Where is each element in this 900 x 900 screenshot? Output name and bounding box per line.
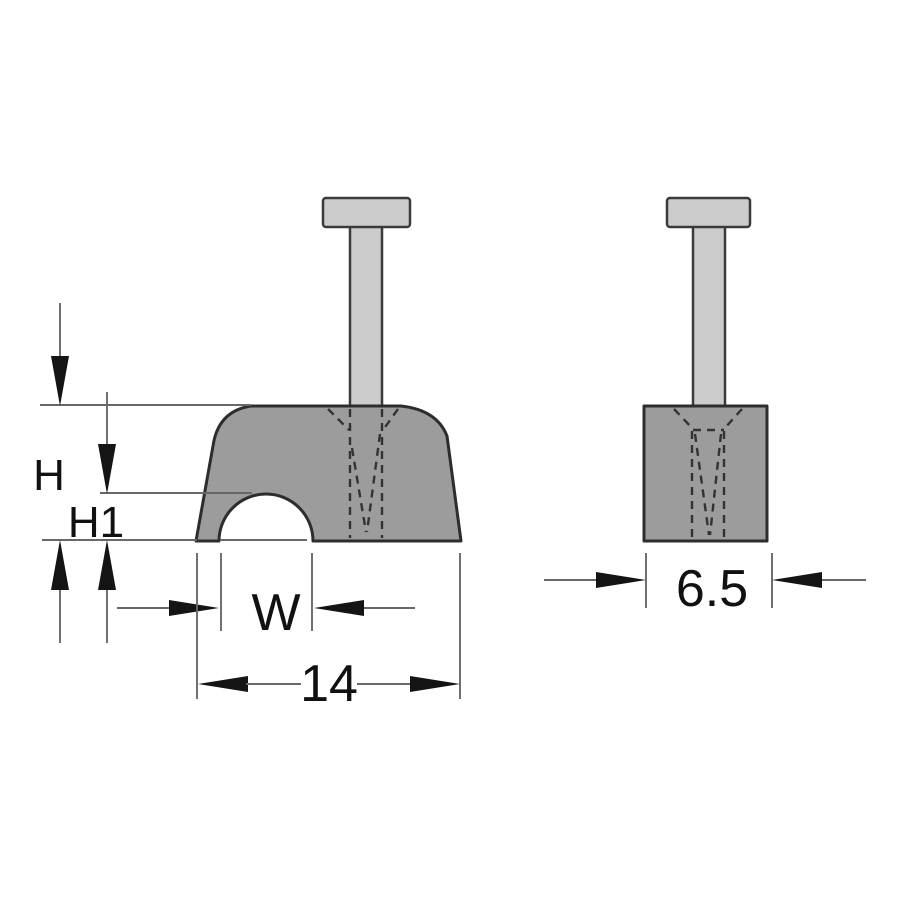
d65-arrow-left-icon — [772, 572, 822, 588]
dim-label-overall-width: 14 — [300, 655, 358, 713]
side-nail-head — [665, 196, 752, 229]
front-view — [194, 196, 463, 543]
front-nail-tip-left — [350, 447, 368, 533]
side-hole-countersink-right — [723, 408, 743, 430]
h1-arrow-down-icon — [98, 444, 116, 494]
side-view — [642, 196, 769, 543]
w-arrow-right-icon — [169, 600, 219, 616]
dimension-annotations: H H1 W 14 — [33, 303, 866, 713]
h-arrow-down-icon — [51, 356, 69, 406]
d65-arrow-right-icon — [596, 572, 646, 588]
front-nail-hole-hidden-lines — [327, 408, 399, 538]
side-clip-body — [642, 404, 769, 543]
side-hole-countersink-left — [673, 408, 694, 430]
front-hole-countersink-right — [382, 408, 399, 431]
dim-label-arch-height: H1 — [68, 498, 124, 547]
front-clip-body — [194, 404, 463, 543]
side-nail-tip-left — [693, 433, 711, 536]
side-nail-hole-hidden-lines — [673, 408, 743, 538]
front-hole-countersink-left — [327, 408, 350, 431]
front-nail-head — [321, 196, 412, 229]
side-nail-tip-right — [708, 433, 723, 536]
w14-arrow-left-icon — [198, 676, 248, 692]
w14-arrow-right-icon — [410, 676, 460, 692]
dim-label-height: H — [33, 451, 65, 500]
h1-arrow-up-icon — [98, 540, 116, 590]
h-arrow-up-icon — [51, 540, 69, 590]
dim-label-arch-width: W — [251, 584, 300, 642]
side-nail-shaft — [691, 224, 727, 412]
front-nail-tip-right — [365, 433, 382, 533]
dim-label-depth: 6.5 — [676, 560, 748, 618]
w-arrow-left-icon — [314, 600, 364, 616]
front-nail-shaft — [348, 224, 384, 414]
